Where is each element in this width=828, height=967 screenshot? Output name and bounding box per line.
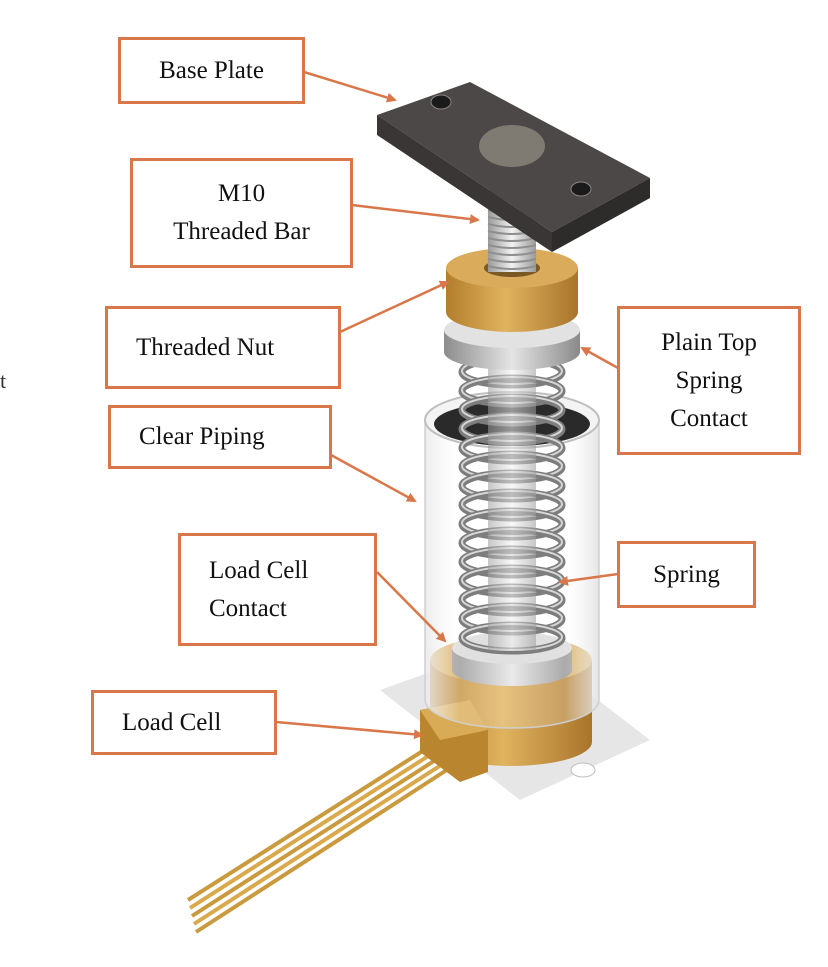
arrow-load-cell (275, 720, 424, 740)
label-spring-text: Spring (653, 560, 720, 588)
threaded-bar-lower (488, 330, 536, 650)
thread-line (487, 265, 537, 270)
mounting-hole (570, 181, 592, 197)
thread-line (487, 244, 537, 249)
arrow-plain-top (580, 346, 619, 370)
label-plain-top-line1: Plain Top (661, 328, 757, 356)
label-plain-top-line2: Spring (675, 366, 743, 394)
ribbon-cable (186, 738, 458, 934)
label-load-cell-contact-line2: Contact (209, 594, 287, 622)
label-plain-top-line3: Contact (670, 404, 748, 432)
label-load-cell-contact-line1: Load Cell (209, 556, 309, 584)
arrow-threaded-bar (351, 203, 480, 225)
label-threaded-bar-line1: M10 (217, 180, 266, 207)
label-threaded-nut-text: Threaded Nut (136, 333, 275, 361)
label-clear-piping-text: Clear Piping (139, 423, 265, 450)
label-base-plate-text: Base Plate (159, 56, 264, 84)
label-plain-top-spring-contact: Plain Top Spring Contact (617, 306, 801, 455)
label-spring: Spring (617, 541, 756, 608)
thread-line (487, 251, 537, 256)
stray-glyph: t (0, 368, 7, 393)
floor-hole (570, 762, 596, 778)
label-threaded-bar: M10 Threaded Bar (130, 158, 353, 268)
arrow-threaded-nut (339, 280, 450, 334)
label-threaded-nut: Threaded Nut (105, 306, 341, 389)
callout-arrows (275, 70, 619, 740)
base-plate (377, 82, 650, 252)
thread-line (487, 258, 537, 263)
arrow-spring (558, 572, 619, 586)
arrow-clear-piping (330, 453, 417, 503)
label-threaded-bar-line2: Threaded Bar (173, 218, 310, 245)
label-load-cell: Load Cell (91, 690, 277, 755)
label-clear-piping: Clear Piping (108, 405, 332, 469)
label-load-cell-contact: Load Cell Contact (178, 533, 377, 646)
label-base-plate: Base Plate (118, 37, 305, 104)
mounting-hole (430, 94, 452, 110)
label-load-cell-text: Load Cell (122, 708, 222, 736)
thread-line (487, 237, 537, 242)
arrow-base-plate (303, 70, 397, 103)
arrow-load-cell-contact (376, 571, 447, 643)
